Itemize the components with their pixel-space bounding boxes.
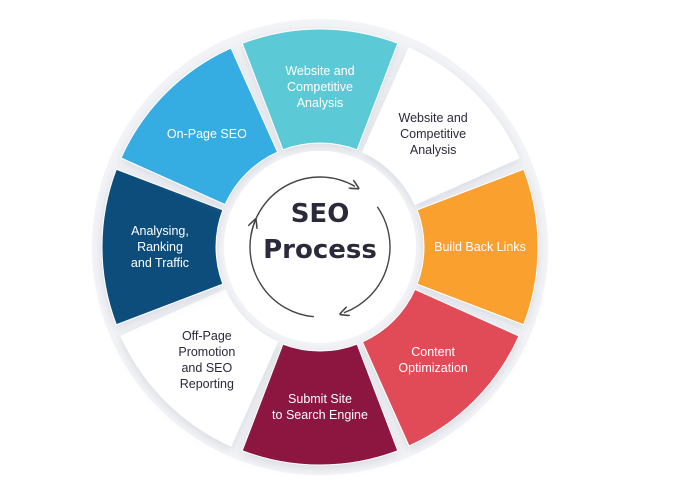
segment-right [416, 168, 539, 326]
segment-label-line: Analysing, [131, 224, 189, 238]
segment-label-line: Analysis [297, 96, 344, 110]
segment-label-line: to Search Engine [272, 408, 368, 422]
segment-bottom-left [120, 288, 279, 447]
segment-label-line: Build Back Links [434, 240, 526, 254]
segment-label-left: Analysing, Ranking and Traffic [131, 224, 189, 270]
cycle-arrow-right [344, 206, 391, 313]
segment-label-line: On-Page SEO [167, 127, 247, 141]
cycle-arrows [250, 176, 391, 318]
segment-label-line: Competitive [287, 80, 353, 94]
segment-label-top-left: On-Page SEO [167, 127, 247, 141]
segment-label-line: Off-Page [182, 329, 232, 343]
center-title-line-1: SEO [291, 199, 350, 229]
segment-top-right [361, 47, 520, 206]
segment-label-right: Build Back Links [434, 240, 526, 254]
segment-label-line: Promotion [178, 345, 235, 359]
segment-label-line: and Traffic [131, 256, 189, 270]
segment-label-bottom: Submit Site to Search Engine [272, 392, 368, 422]
segment-label-line: Submit Site [288, 392, 352, 406]
segment-left [101, 168, 224, 326]
segment-label-line: Website and [285, 64, 354, 78]
segment-bottom [241, 343, 399, 466]
segment-label-line: Optimization [398, 361, 468, 375]
segment-label-line: Analysis [410, 143, 457, 157]
segment-label-line: Ranking [137, 240, 183, 254]
segment-top-left [120, 47, 279, 206]
segment-label-line: and SEO [181, 361, 232, 375]
center-hub [224, 151, 416, 343]
segment-label-line: Reporting [180, 377, 234, 391]
segments-layer [101, 28, 539, 466]
segment-top [241, 28, 399, 151]
segment-label-line: Website and [399, 111, 468, 125]
center-title-line-2: Process [263, 235, 377, 265]
segment-label-line: Content [411, 345, 455, 359]
segment-label-line: Competitive [400, 127, 466, 141]
segment-bottom-right [361, 288, 520, 447]
cycle-arrow-bottom [250, 223, 314, 318]
